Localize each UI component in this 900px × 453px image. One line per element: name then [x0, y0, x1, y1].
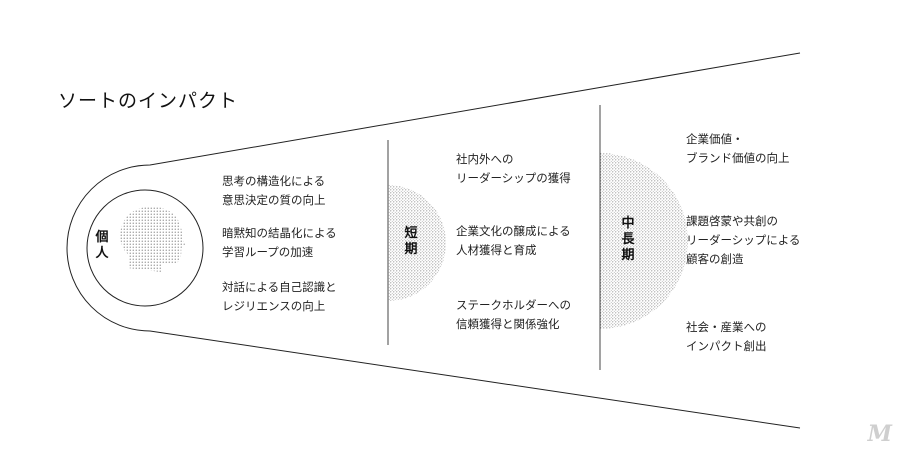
individual-item: 思考の構造化による 意思決定の質の向上 [222, 174, 326, 207]
individual-item: 暗黙知の結晶化による 学習ループの加速 [222, 226, 337, 259]
short-term-label: 短 期 [404, 226, 418, 257]
mid-long-term-label: 中 長 期 [621, 216, 635, 263]
mid-long-term-item: 課題啓蒙や共創の リーダーシップによる 顧客の創造 [686, 214, 801, 266]
short-term-item: 社内外への リーダーシップの獲得 [456, 152, 571, 185]
short-term-item: ステークホルダーへの 信頼獲得と関係強化 [456, 298, 571, 331]
mid-long-term-item: 企業価値・ ブランド価値の向上 [686, 132, 790, 165]
head-silhouette [120, 206, 185, 272]
watermark-logo: M [867, 421, 892, 447]
short-term-halfdisc [388, 185, 446, 301]
mid-long-term-halfdisc [600, 153, 688, 329]
individual-item: 対話による自己認識と レジリエンスの向上 [222, 280, 337, 313]
funnel-outline [66, 52, 801, 429]
individual-circle [86, 189, 204, 307]
short-term-item: 企業文化の醸成による 人材獲得と育成 [456, 224, 571, 257]
mid-long-term-item: 社会・産業への インパクト創出 [686, 320, 767, 353]
individual-label: 個 人 [95, 230, 109, 261]
page-title: ソートのインパクト [58, 90, 239, 112]
